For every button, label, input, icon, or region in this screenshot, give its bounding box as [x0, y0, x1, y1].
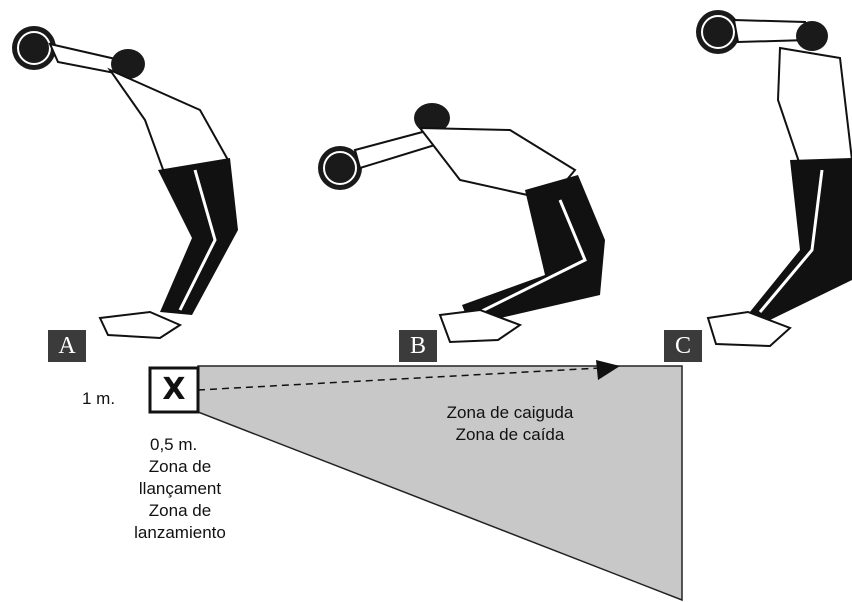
depth-dimension-label: 0,5 m.: [150, 435, 198, 454]
panel-label-c: C: [664, 330, 702, 362]
launch-box: [148, 366, 200, 414]
launch-box-mark: X: [162, 372, 186, 407]
launch-zone-line-4: lanzamiento: [134, 523, 226, 542]
launch-zone-line-1: Zona de: [148, 457, 212, 476]
landing-zone-line-1: Zona de caiguda: [446, 403, 574, 422]
panel-label-a: A: [48, 330, 86, 362]
launch-zone-label: Zona de llançament Zona de lanzamiento: [120, 456, 240, 544]
athlete-figure-a: [12, 26, 238, 340]
landing-zone-label: Zona de caiguda Zona de caída: [430, 402, 590, 446]
landing-zone-line-2: Zona de caída: [455, 425, 565, 444]
athlete-figure-c: [696, 10, 852, 348]
launch-zone-line-2: llançament: [138, 479, 222, 498]
panel-label-b: B: [399, 330, 437, 362]
side-dimension-label: 1 m.: [82, 389, 116, 408]
athlete-figure-b: [318, 103, 605, 344]
direction-arrow-icon: [596, 360, 620, 380]
launch-zone-line-3: Zona de: [148, 501, 212, 520]
